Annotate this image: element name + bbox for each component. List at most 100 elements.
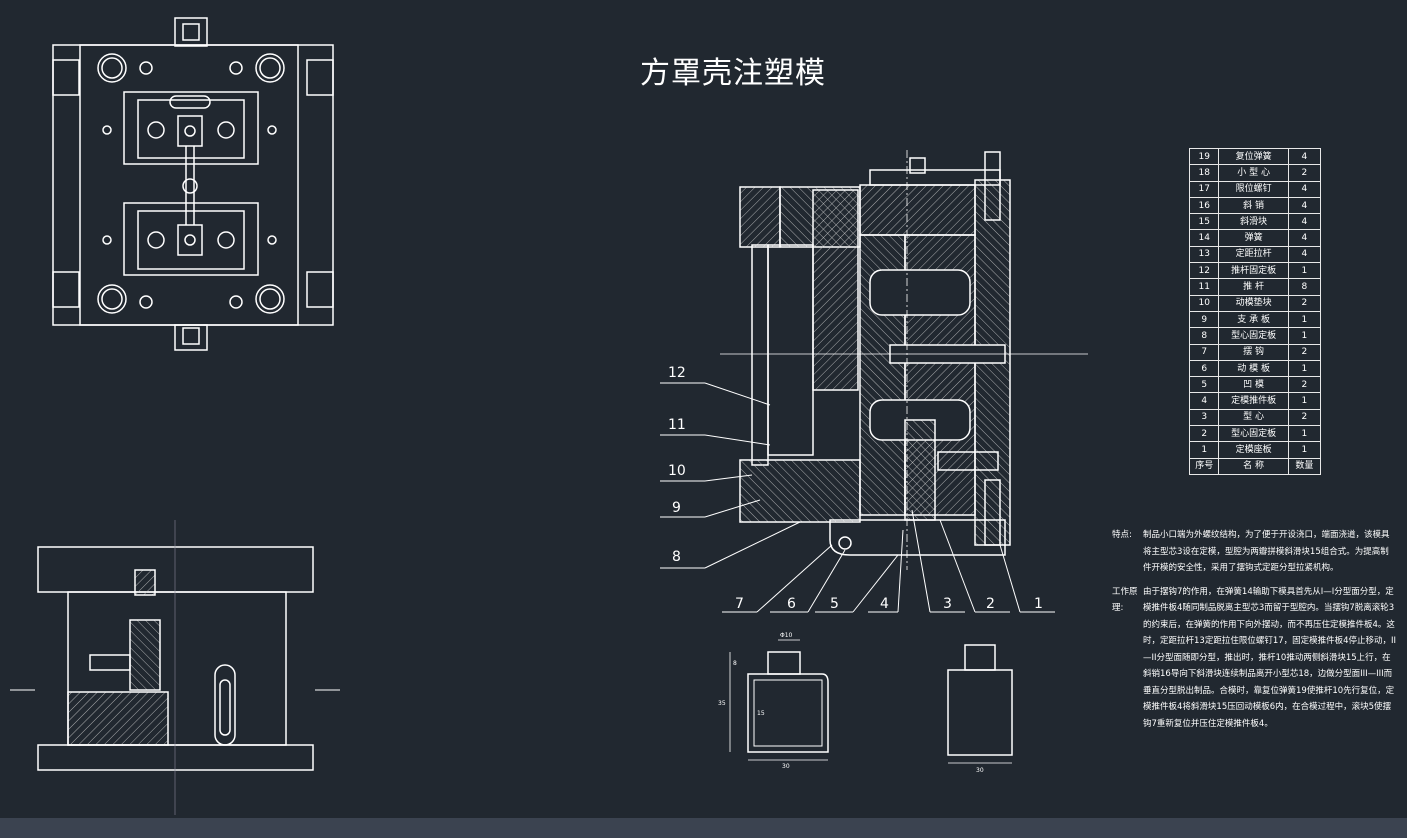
- bom-cell-qty: 1: [1287, 310, 1322, 329]
- bom-cell-no: 9: [1188, 310, 1220, 329]
- part-outline-drawing: [947, 644, 1013, 764]
- bom-cell-qty: 4: [1287, 229, 1322, 247]
- bom-cell-name: 定模推件板: [1218, 392, 1289, 410]
- bom-cell-no: 8: [1188, 327, 1220, 345]
- bom-cell-name: 摆 钩: [1218, 343, 1289, 361]
- bom-cell-no: 10: [1188, 294, 1220, 312]
- dim-top-width: Φ10: [780, 632, 793, 639]
- bom-cell-no: 13: [1188, 245, 1220, 264]
- bom-cell-name: 弹簧: [1218, 229, 1289, 247]
- bom-cell-name: 凹 模: [1218, 376, 1289, 394]
- callout-4: 4: [880, 596, 889, 612]
- bom-cell-qty: 8: [1287, 278, 1322, 296]
- bom-cell-name: 型 心: [1218, 408, 1289, 427]
- bom-cell-qty: 2: [1287, 164, 1322, 182]
- dim-small-height: 8: [733, 660, 737, 667]
- bom-cell-name: 动 模 板: [1218, 359, 1289, 378]
- bom-cell-no: 3: [1188, 408, 1220, 427]
- callout-6: 6: [787, 596, 796, 612]
- bom-cell-no: 2: [1188, 425, 1220, 443]
- bom-cell-name: 型心固定板: [1218, 327, 1289, 345]
- part-section-drawing: [729, 639, 829, 761]
- bom-cell-no: 11: [1188, 278, 1220, 296]
- drawing-title: 方罩壳注塑模: [640, 56, 826, 91]
- dim-mid: 15: [757, 710, 765, 717]
- bom-cell-name: 推 杆: [1218, 278, 1289, 296]
- bom-cell-name: 动模垫块: [1218, 294, 1289, 312]
- bom-cell-qty: 2: [1287, 376, 1322, 394]
- bom-cell-name: 小 型 心: [1218, 164, 1289, 182]
- bom-cell-name: 型心固定板: [1218, 425, 1289, 443]
- bom-header-name: 名 称: [1218, 457, 1289, 475]
- bom-cell-qty: 1: [1287, 425, 1322, 443]
- bom-cell-name: 支 承 板: [1218, 310, 1289, 329]
- bom-cell-no: 17: [1188, 180, 1220, 198]
- bom-cell-name: 复位弹簧: [1218, 147, 1289, 166]
- bom-cell-name: 定模座板: [1218, 441, 1289, 459]
- bom-cell-name: 限位螺钉: [1218, 180, 1289, 198]
- bom-cell-qty: 4: [1287, 196, 1322, 215]
- bom-cell-name: 斜 销: [1218, 196, 1289, 215]
- bom-cell-no: 4: [1188, 392, 1220, 410]
- bom-cell-no: 18: [1188, 164, 1220, 182]
- bom-header-row: 序号名 称数量: [1188, 457, 1322, 475]
- bom-cell-no: 7: [1188, 343, 1220, 361]
- bom-cell-no: 16: [1188, 196, 1220, 215]
- notes-block: 特点: 制品小口端为外螺纹结构，为了便于开设浇口，端面浇道，该模具将主型芯3设在…: [1112, 527, 1397, 732]
- bom-cell-qty: 2: [1287, 408, 1322, 427]
- section-view: [720, 150, 1088, 570]
- principle-label: 工作原理:: [1112, 586, 1138, 614]
- callout-7: 7: [735, 596, 744, 612]
- bom-cell-no: 19: [1188, 147, 1220, 166]
- bom-cell-qty: 4: [1287, 180, 1322, 198]
- status-bar: [0, 818, 1407, 838]
- bom-cell-no: 6: [1188, 359, 1220, 378]
- bom-cell-no: 5: [1188, 376, 1220, 394]
- bom-cell-qty: 1: [1287, 327, 1322, 345]
- bom-cell-name: 定距拉杆: [1218, 245, 1289, 264]
- plan-view: [52, 17, 334, 351]
- callout-1: 1: [1034, 596, 1043, 612]
- dim-body-width: 30: [782, 763, 790, 770]
- bom-cell-no: 14: [1188, 229, 1220, 247]
- bom-cell-name: 推杆固定板: [1218, 262, 1289, 280]
- bom-cell-qty: 1: [1287, 262, 1322, 280]
- callout-12: 12: [668, 365, 686, 381]
- bom-cell-no: 15: [1188, 213, 1220, 231]
- principle-text: 由于摆钩7的作用，在弹簧14输助下模具首先从I—I分型面分型，定模推件板4随同制…: [1143, 586, 1397, 729]
- side-view: [10, 520, 340, 815]
- features-label: 特点:: [1112, 530, 1132, 540]
- bom-cell-name: 斜滑块: [1218, 213, 1289, 231]
- bom-cell-qty: 1: [1287, 359, 1322, 378]
- bom-cell-qty: 2: [1287, 294, 1322, 312]
- bottom-callouts: 7 6 5 4 3 2 1: [735, 596, 1043, 612]
- callout-9: 9: [672, 500, 681, 516]
- callout-2: 2: [986, 596, 995, 612]
- bom-cell-qty: 4: [1287, 245, 1322, 264]
- bom-cell-qty: 2: [1287, 343, 1322, 361]
- bom-cell-no: 12: [1188, 262, 1220, 280]
- bom-cell-no: 1: [1188, 441, 1220, 459]
- bom-cell-qty: 4: [1287, 213, 1322, 231]
- bom-cell-qty: 4: [1287, 147, 1322, 166]
- dim-height: 35: [718, 700, 726, 707]
- dim-outline-width: 30: [976, 767, 984, 774]
